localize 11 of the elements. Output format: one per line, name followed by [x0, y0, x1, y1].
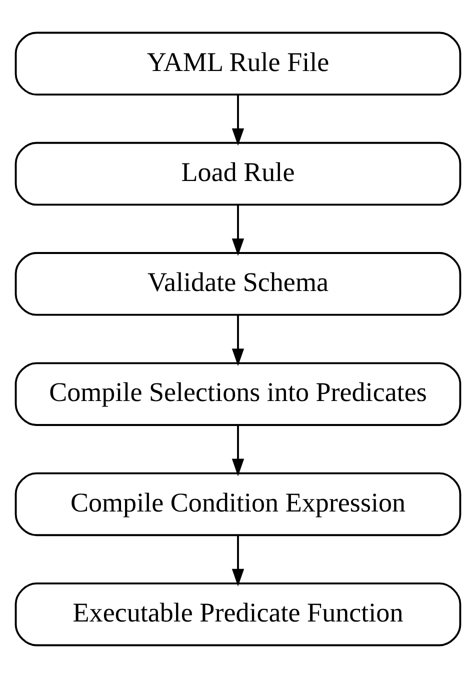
arrow — [232, 314, 244, 366]
node-box: Compile Condition Expression — [14, 472, 462, 536]
node-box: YAML Rule File — [14, 31, 462, 96]
arrow — [232, 94, 244, 146]
arrow — [232, 204, 244, 256]
arrow — [232, 424, 244, 476]
arrow — [232, 534, 244, 586]
node-box: Load Rule — [14, 141, 462, 206]
node-box: Executable Predicate Function — [14, 582, 462, 646]
node-box: Compile Selections into Predicates — [14, 362, 462, 426]
node-box: Validate Schema — [14, 252, 462, 316]
